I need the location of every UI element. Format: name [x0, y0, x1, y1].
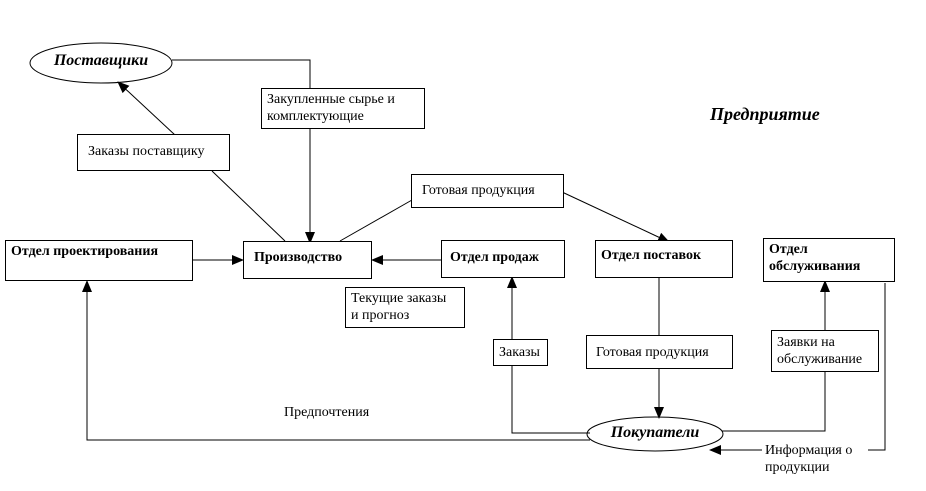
flow-supplier-orders	[117, 81, 176, 136]
department-service-label-2: обслуживания	[769, 259, 861, 274]
label-orders-text: Заказы	[499, 345, 540, 360]
label-service-requests: Заявки на обслуживание	[771, 330, 879, 372]
label-finished-goods-top-text: Готовая продукция	[422, 183, 535, 198]
suppliers-label: Поставщики	[53, 52, 149, 69]
diagram-title: Предприятие	[710, 104, 820, 124]
department-service: Отдел обслуживания	[763, 238, 895, 282]
flow-product-info	[868, 283, 886, 451]
label-orders: Заказы	[493, 339, 548, 366]
department-production-label: Производство	[254, 250, 343, 265]
flow-preferences	[82, 280, 590, 441]
flow-purchased-materials	[172, 59, 311, 88]
label-product-info-text-2: продукции	[765, 460, 830, 475]
label-service-requests-text-2: обслуживание	[777, 352, 863, 367]
label-current-orders-text-1: Текущие заказы	[351, 291, 447, 306]
label-preferences: Предпочтения	[284, 404, 370, 421]
department-sales: Отдел продаж	[441, 240, 565, 278]
department-design: Отдел проектирования	[5, 240, 193, 281]
label-purchased-materials-text-2: комплектующие	[267, 109, 364, 124]
label-service-requests-text-1: Заявки на	[777, 335, 835, 350]
label-product-info-text-1: Информация о	[765, 442, 853, 459]
department-design-label: Отдел проектирования	[11, 244, 159, 259]
label-purchased-materials: Закупленные сырье и комплектующие	[261, 88, 425, 129]
label-finished-goods-top: Готовая продукция	[411, 174, 564, 208]
label-purchased-materials-text-1: Закупленные сырье и	[267, 92, 395, 107]
customers-label: Покупатели	[610, 424, 700, 441]
suppliers-ellipse	[29, 42, 173, 84]
label-current-orders-text-2: и прогноз	[351, 308, 410, 323]
department-production: Производство	[243, 241, 372, 279]
department-delivery: Отдел поставок	[595, 240, 733, 278]
department-delivery-label: Отдел поставок	[601, 248, 702, 263]
label-finished-goods-bottom-text: Готовая продукция	[596, 345, 709, 360]
label-current-orders: Текущие заказы и прогноз	[345, 287, 465, 328]
label-product-info: Информация о продукции	[765, 442, 853, 476]
department-service-label-1: Отдел	[769, 242, 808, 257]
label-finished-goods-bottom: Готовая продукция	[586, 335, 733, 369]
label-supplier-orders: Заказы поставщику	[77, 134, 230, 171]
department-sales-label: Отдел продаж	[450, 250, 539, 265]
flow-orders	[507, 276, 590, 434]
label-supplier-orders-text: Заказы поставщику	[88, 144, 205, 159]
flow-finished-goods-top	[339, 199, 413, 242]
